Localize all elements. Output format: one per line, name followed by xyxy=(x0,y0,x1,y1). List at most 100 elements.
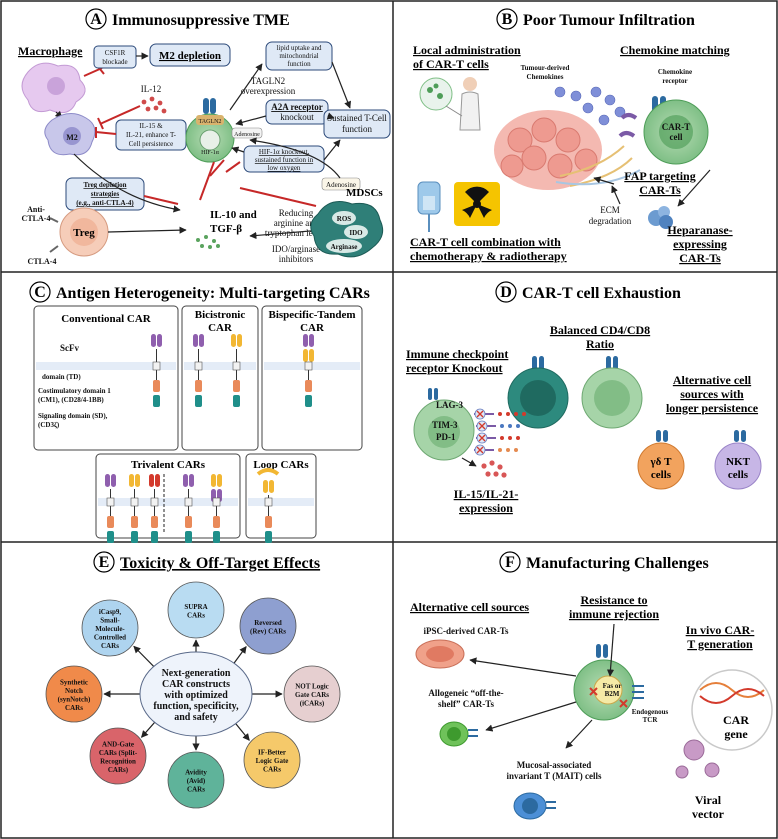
transmembrane-domain xyxy=(264,497,273,507)
ecm-1: ECM xyxy=(600,205,620,215)
treg-strat-1: Treg depletion xyxy=(83,181,126,189)
loop-title: Loop CARs xyxy=(253,459,309,471)
node-if-better-label: IF-Better xyxy=(258,749,286,757)
sustained-2: function xyxy=(342,124,372,134)
signal-2: (CD3ζ) xyxy=(38,421,60,429)
panel-b: B Poor Tumour Infiltration Local adminis… xyxy=(410,8,733,265)
membrane xyxy=(248,498,314,506)
checkpoint-2: receptor Knockout xyxy=(406,361,503,375)
panel-f-letter: F xyxy=(505,554,515,571)
radiation-icon xyxy=(454,182,500,226)
balanced-2: Ratio xyxy=(586,337,614,351)
node-reversed xyxy=(239,597,297,655)
car-construct xyxy=(149,474,160,543)
il15-line2: IL-21, enhance T- xyxy=(126,131,177,139)
costim-domain xyxy=(265,516,272,528)
alt-1: Alternative cell xyxy=(673,373,752,387)
cd4-cell xyxy=(507,356,569,429)
panel-d-title: CAR-T cell Exhaustion xyxy=(522,285,681,302)
heparanase-2: expressing xyxy=(673,237,727,251)
resistance-1: Resistance to xyxy=(581,593,648,607)
iv-bag-icon xyxy=(417,181,441,232)
lipid-box xyxy=(265,41,333,71)
signaling-domain xyxy=(233,395,240,407)
node-icasp9 xyxy=(81,599,139,657)
viral-1: Viral xyxy=(695,793,722,807)
car-gene-1: CAR xyxy=(723,713,749,727)
tcr-1: Endogenous xyxy=(632,708,669,716)
treg-strat-3: (e.g., anti-CTLA-4) xyxy=(76,199,134,207)
scfv-domain xyxy=(129,474,134,487)
reducing-1: Reducing xyxy=(279,208,314,218)
ros-label: ROS xyxy=(337,215,352,223)
mdsc-cell xyxy=(310,201,384,258)
membrane xyxy=(36,362,176,370)
mait-2: invariant T (MAIT) cells xyxy=(507,771,602,781)
center-node xyxy=(139,651,253,737)
scfv-domain xyxy=(217,474,222,487)
signaling-domain xyxy=(151,531,158,543)
treg-strat-2: strategies xyxy=(91,190,120,198)
tagln2-over-1: TAGLN2 xyxy=(251,76,285,86)
transmembrane-domain xyxy=(232,361,241,371)
node-and-gate-label: CARs) xyxy=(108,766,129,774)
car-constructs xyxy=(36,334,360,543)
nkt-1: NKT xyxy=(726,456,751,468)
costim-domain xyxy=(185,516,192,528)
m2-depletion-box xyxy=(149,43,231,67)
resistance-2: immune rejection xyxy=(569,607,659,621)
car-construct xyxy=(303,334,314,407)
node-icasp9-label: Molecule- xyxy=(95,625,125,633)
csf1r-box xyxy=(93,45,137,69)
panel-c-letter: C xyxy=(34,284,46,301)
macrophage-cell xyxy=(21,62,86,114)
membrane xyxy=(98,498,238,506)
signal-1: Signaling domain (SD), xyxy=(38,412,108,420)
scfv-domain xyxy=(193,334,198,347)
center-label: Next-generation xyxy=(162,668,231,679)
lipid-3: function xyxy=(287,60,311,68)
costim-domain xyxy=(131,516,138,528)
transmembrane-domain xyxy=(152,361,161,371)
scfv-domain xyxy=(303,334,308,347)
scfv-domain xyxy=(231,334,236,347)
costim-domain xyxy=(195,380,202,392)
invivo-1: In vivo CAR- xyxy=(686,623,755,637)
panel-a-letter: A xyxy=(90,11,102,28)
node-icasp9-label: CARs xyxy=(101,642,119,650)
scfv-domain xyxy=(263,480,268,493)
alt-3: longer persistence xyxy=(666,401,759,415)
adenosine-cell-label: Adenosine xyxy=(234,132,260,138)
scfv-domain xyxy=(149,474,154,487)
node-if-better-label: Logic Gate xyxy=(256,757,289,765)
scfv-domain xyxy=(269,480,274,493)
car-construct xyxy=(231,334,242,407)
scfv-domain xyxy=(309,334,314,347)
a2a-2: knockout xyxy=(280,112,314,122)
panel-f-title: Manufacturing Challenges xyxy=(526,555,709,572)
tumour-chem-1: Tumour-derived xyxy=(521,64,570,72)
node-avidity-label: CARs xyxy=(187,786,205,794)
ido-label: IDO xyxy=(349,229,363,237)
signaling-domain xyxy=(153,395,160,407)
bicistronic-1: Bicistronic xyxy=(195,309,246,321)
ido-inhib-1: IDO/arginase xyxy=(272,244,320,254)
scfv-domain xyxy=(199,334,204,347)
csf1r-line1: CSF1R xyxy=(105,49,126,57)
gd-1: γδ T xyxy=(650,456,673,468)
node-avidity xyxy=(167,751,225,809)
node-synnotch-label: Notch xyxy=(65,687,83,695)
scfv-domain xyxy=(309,349,314,362)
heparanase-blob xyxy=(648,206,673,229)
transmembrane-domain xyxy=(212,497,221,507)
car-construct xyxy=(263,480,274,543)
lipid-2: mitochondrial xyxy=(279,52,318,60)
mdscs-label: MDSCs xyxy=(346,187,383,199)
signaling-domain xyxy=(131,531,138,543)
hif-cell-label: HIF-1α xyxy=(201,150,220,156)
scfv-domain xyxy=(211,474,216,487)
tim3-label: TIM-3 xyxy=(432,420,458,430)
il15-dots xyxy=(481,460,507,478)
